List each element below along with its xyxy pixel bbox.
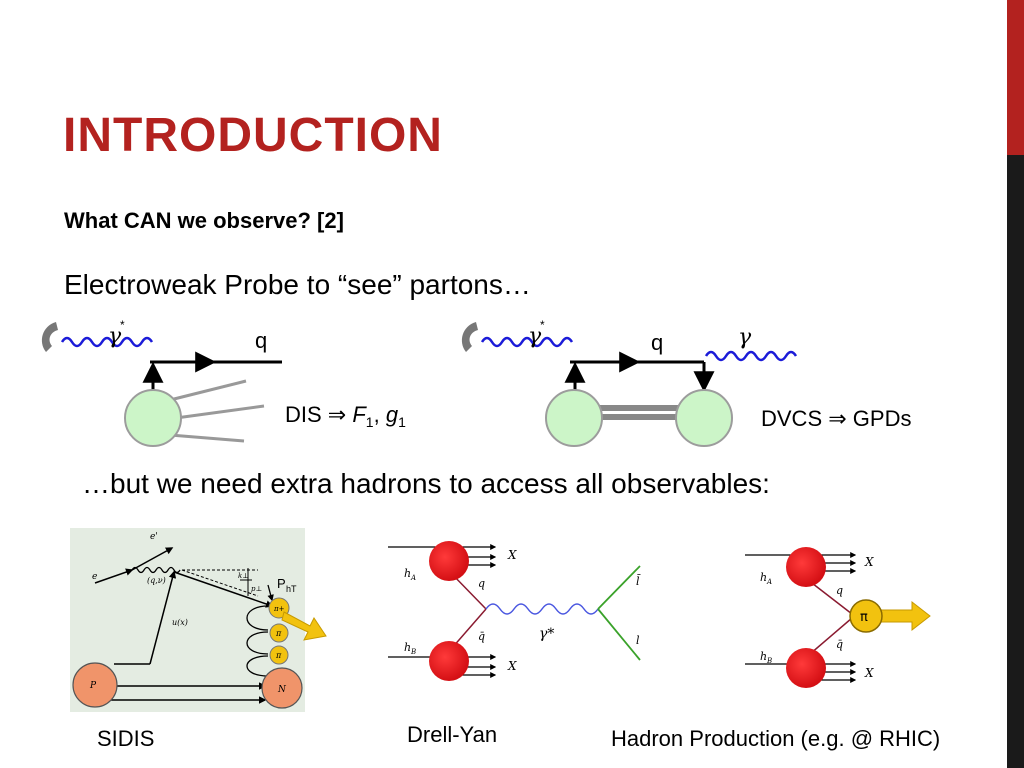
drell-yan-diagram: X X h A h B q q̄ γ* l̄ l [388, 541, 641, 681]
pion-blob-3 [269, 645, 289, 665]
quark-line [807, 579, 853, 615]
pht-pointer [267, 584, 274, 602]
svg-text:u(x): u(x) [172, 618, 188, 627]
svg-text:γ*: γ* [539, 626, 554, 642]
svg-text:π: π [275, 651, 282, 660]
dvcs-real-photon-label: γ [738, 325, 752, 350]
svg-text:π+: π+ [273, 605, 285, 613]
svg-text:h: h [404, 641, 411, 654]
svg-text:e': e' [150, 532, 158, 542]
svg-text:l: l [636, 634, 640, 647]
hadron-b-blob [786, 648, 826, 688]
svg-text:h: h [760, 650, 767, 663]
svg-text:π: π [275, 629, 282, 638]
svg-text:k⊥: k⊥ [238, 572, 249, 580]
pht-label: P [277, 576, 286, 591]
svg-text:B: B [766, 657, 772, 665]
svg-text:h: h [404, 567, 411, 580]
antiquark-line [451, 608, 487, 649]
svg-text:X: X [864, 666, 874, 680]
dvcs-quark-label: q [651, 330, 663, 355]
svg-text:N: N [277, 685, 287, 695]
dvcs-photon-label: γ [528, 324, 542, 349]
sidebar-accent-red [1007, 0, 1024, 155]
virtual-photon-line [485, 603, 599, 615]
svg-text:p⊥: p⊥ [251, 585, 262, 593]
hadron-production-caption: Hadron Production (e.g. @ RHIC) [611, 726, 941, 751]
slide-title: INTRODUCTION [63, 109, 443, 162]
probe-statement: Electroweak Probe to “see” partons… [64, 269, 531, 300]
slide-subtitle: What CAN we observe? [2] [64, 208, 344, 233]
dvcs-caption: DVCS ⇒ GPDs [761, 406, 912, 431]
lepton-arrow-icon [41, 322, 58, 352]
dis-diagram: γ * q [41, 318, 282, 447]
nucleon-blob [124, 389, 182, 447]
lepton-arrow-icon [461, 322, 478, 352]
svg-text:e: e [92, 572, 97, 582]
svg-text:q̄: q̄ [478, 630, 485, 643]
lepton-line [597, 565, 641, 610]
hadron-b-blob [429, 641, 469, 681]
svg-text:A: A [410, 574, 416, 582]
proton-blob [72, 662, 118, 708]
nucleon-blob-out [675, 389, 733, 447]
hadron-a-blob [786, 547, 826, 587]
virtual-photon-line [480, 336, 574, 348]
svg-text:B: B [410, 648, 416, 656]
dvcs-photon-star: * [540, 318, 545, 332]
nucleon-remnant-blob [261, 667, 303, 709]
dis-photon-label: γ [108, 324, 122, 349]
dis-quark-label: q [255, 328, 267, 353]
sidis-caption: SIDIS [97, 726, 155, 751]
svg-text:(q,ν): (q,ν) [147, 576, 166, 585]
pion-out-arrow-icon [281, 611, 327, 641]
dis-caption: DIS ⇒ F1, g1 [285, 402, 406, 430]
pion-blob [849, 599, 883, 633]
svg-text:X: X [864, 555, 874, 569]
real-photon-line [704, 350, 798, 362]
antiquark-line [809, 617, 853, 655]
nucleon-blob-in [545, 389, 603, 447]
hadron-a-blob [429, 541, 469, 581]
svg-text:q̄: q̄ [836, 638, 843, 651]
photon-line [60, 336, 154, 348]
svg-text:A: A [766, 578, 772, 586]
pion-out-arrow-icon [879, 600, 931, 632]
pion-blob-2 [269, 623, 289, 643]
pion-label: π [860, 610, 868, 625]
pht-subscript: hT [286, 584, 297, 594]
dis-photon-star: * [120, 318, 125, 332]
svg-text:h: h [760, 571, 767, 584]
svg-text:X: X [507, 548, 517, 562]
svg-text:q: q [836, 584, 843, 597]
svg-text:q: q [478, 577, 485, 590]
sidis-diagram: e' e (q,ν) u(x) P N π+ π π k⊥ p⊥ P hT [72, 532, 327, 709]
svg-text:l̄: l̄ [636, 575, 641, 588]
drell-yan-caption: Drell-Yan [407, 722, 498, 747]
hadron-statement: …but we need extra hadrons to access all… [82, 468, 770, 499]
svg-text:P: P [89, 681, 97, 691]
hadron-production-diagram: X X h A h B q q̄ π [745, 547, 931, 688]
dvcs-diagram: γ * q γ [461, 318, 798, 447]
svg-text:X: X [507, 659, 517, 673]
sidebar-accent-dark [1007, 155, 1024, 768]
antilepton-line [597, 608, 641, 661]
